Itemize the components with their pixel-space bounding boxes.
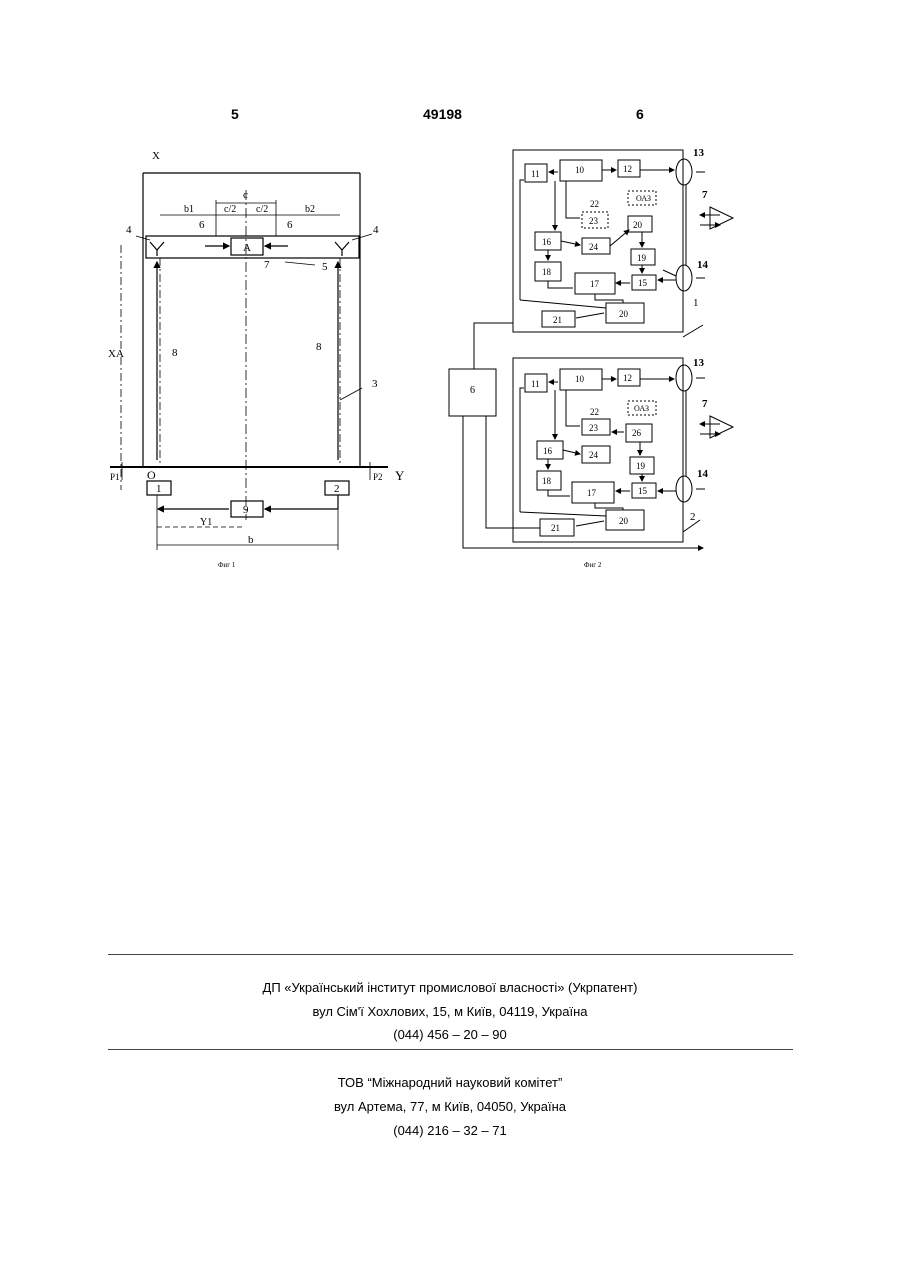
u1-block-10: 10 [575,165,585,175]
fig2-caption: Фиг 2 [584,561,602,569]
fig1-p1: P1 [110,472,120,482]
u2-tag-7: 7 [702,398,708,410]
figure-1 [110,173,388,550]
u1-block-20: 20 [619,309,629,319]
fig1-dim-b1: b1 [184,204,194,215]
u2-label: 2 [690,511,696,523]
fig1-label-4-right: 4 [373,224,379,236]
org2-phone: (044) 216 – 32 – 71 [0,1123,900,1138]
fig1-axis-y: Y [395,468,405,483]
u1-block-12: 12 [623,164,632,174]
u1-block-15: 15 [638,278,648,288]
u2-block-26: 26 [632,428,642,438]
fig1-dim-c: c [243,189,248,201]
fig1-y1: Y1 [200,517,212,528]
u2-block-24: 24 [589,450,599,460]
u1-block-17: 16 [542,237,552,247]
fig1-dim-b: b [248,534,254,546]
fig1-dim-c2-left: c/2 [224,204,236,215]
fig1-label-3: 3 [372,378,378,390]
u2-block-19: 19 [636,461,646,471]
u2-block-15: 15 [638,486,648,496]
u2-block-10: 10 [575,374,585,384]
u1-tag-22: 22 [590,199,599,209]
u1-block-11: 11 [531,169,540,179]
fig1-label-4-left: 4 [126,224,132,236]
fig1-label-6-left: 6 [199,219,205,231]
org2-name: ТОВ “Міжнародний науковий комітет” [0,1075,900,1090]
u1-tag-13: 13 [693,147,705,159]
fig1-label-2: 2 [334,483,340,495]
u1-block-20a: 20 [633,220,643,230]
u2-block-17: 16 [543,446,553,456]
u1-block-19: 19 [637,253,647,263]
u1-tag-7: 7 [702,189,708,201]
fig2-block-6: 6 [470,385,475,396]
footer-divider-bottom [108,1049,793,1050]
org2-address: вул Артема, 77, м Київ, 04050, Україна [0,1099,900,1114]
u1-block-18: 18 [542,267,552,277]
fig1-label-6-right: 6 [287,219,293,231]
fig1-label-8-left: 8 [172,347,178,359]
u2-block-18: 18 [542,476,552,486]
u1-label: 1 [693,297,699,309]
u1-tag-14: 14 [697,259,709,271]
fig1-caption: Фиг 1 [218,561,236,569]
fig1-label-1: 1 [156,483,162,495]
u2-block-20: 20 [619,516,629,526]
fig1-axis-x: X [152,150,160,162]
u1-block-16: 17 [590,279,600,289]
fig1-origin: O [147,468,156,482]
u2-tag-22: 22 [590,407,599,417]
fig1-dim-c2-right: c/2 [256,204,268,215]
figures-drawing: X Y O XA P1 P2 c c/2 c/2 b1 b2 b Y1 A 1 … [0,0,900,620]
fig1-xa: XA [108,348,124,360]
u2-tag-oaz: ОАЗ [634,404,649,413]
org1-address: вул Сім'ї Хохлових, 15, м Київ, 04119, У… [0,1004,900,1019]
u1-tag-oaz: ОАЗ [636,194,651,203]
org1-phone: (044) 456 – 20 – 90 [0,1027,900,1042]
u2-tag-13: 13 [693,357,705,369]
u2-block-12: 12 [623,373,632,383]
footer-divider-top [108,954,793,955]
fig1-label-7: 7 [264,259,270,271]
u2-tag-14: 14 [697,468,709,480]
u1-block-23: 23 [589,216,599,226]
org1-name: ДП «Український інститут промислової вла… [0,980,900,995]
fig1-dim-b2: b2 [305,204,315,215]
u1-block-21: 21 [553,315,562,325]
fig1-point-a: A [243,242,251,254]
fig1-label-5: 5 [322,261,328,273]
u2-block-11: 11 [531,379,540,389]
fig1-p2: P2 [373,472,383,482]
fig1-label-9: 9 [243,504,249,516]
u1-block-24: 24 [589,242,599,252]
u2-block-21: 21 [551,523,560,533]
fig1-label-8-right: 8 [316,341,322,353]
u2-block-23: 23 [589,423,599,433]
u2-block-16: 17 [587,488,597,498]
